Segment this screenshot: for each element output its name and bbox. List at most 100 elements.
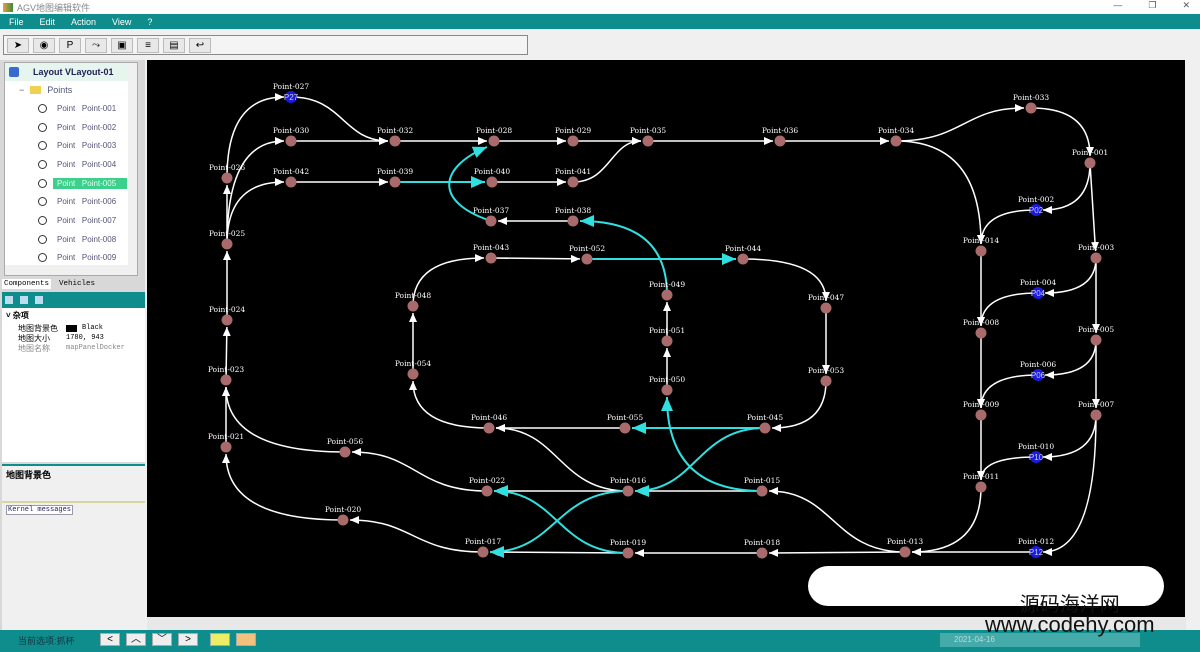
vehicle-tool-button[interactable]: ▤: [163, 38, 185, 53]
menu-file[interactable]: File: [9, 16, 24, 27]
path-002-014[interactable]: [981, 209, 1037, 245]
map-point[interactable]: Point-017: [465, 537, 502, 558]
menu-edit[interactable]: Edit: [39, 16, 56, 27]
tree-item[interactable]: Point Point-006: [5, 192, 137, 211]
path-003-004[interactable]: [1044, 257, 1097, 293]
path-007-012[interactable]: [1042, 414, 1097, 552]
path-041-035[interactable]: [572, 141, 642, 183]
map-point[interactable]: Point-009: [963, 400, 1000, 421]
map-point[interactable]: Point-023: [208, 365, 245, 386]
map-point[interactable]: Point-030: [273, 126, 310, 147]
path-022-056[interactable]: [351, 452, 488, 492]
path-027-032[interactable]: [290, 96, 389, 141]
map-point[interactable]: Point-022: [469, 476, 506, 497]
categorized-icon[interactable]: [5, 296, 13, 304]
path-025-042[interactable]: [226, 182, 285, 245]
map-point[interactable]: Point-007: [1078, 400, 1115, 421]
path-001-003[interactable]: [1089, 162, 1096, 252]
link-tool-button[interactable]: ↩: [189, 38, 211, 53]
map-point[interactable]: Point-011: [963, 472, 999, 493]
parking-tool-button[interactable]: P: [59, 38, 81, 53]
map-point[interactable]: Point-050: [649, 375, 686, 396]
map-point[interactable]: Point-042: [273, 167, 310, 188]
map-point[interactable]: Point-052: [569, 244, 606, 265]
map-point[interactable]: Point-015: [744, 476, 781, 497]
map-point[interactable]: Point-021: [208, 432, 244, 453]
map-point[interactable]: Point-040: [474, 167, 511, 188]
path-025-030[interactable]: [226, 141, 285, 245]
path-019-022[interactable]: [493, 485, 629, 554]
path-045-016[interactable]: [634, 427, 766, 497]
path-013-018[interactable]: [768, 552, 906, 553]
map-point[interactable]: Point-046: [471, 413, 508, 434]
map-point[interactable]: Point-056: [327, 437, 364, 458]
path-013-015[interactable]: [768, 491, 906, 553]
path-046-054[interactable]: [413, 380, 490, 429]
map-point[interactable]: Point-020: [325, 505, 362, 526]
layer-tool-button[interactable]: ≡: [137, 38, 159, 53]
map-point[interactable]: Point-053: [808, 366, 845, 387]
map-point[interactable]: Point-047: [808, 293, 845, 314]
map-point[interactable]: Point-029: [555, 126, 592, 147]
maximize-button[interactable]: ❐: [1148, 0, 1157, 10]
map-vertical-scrollbar[interactable]: [1186, 60, 1200, 630]
path-023-024[interactable]: [226, 326, 227, 381]
pan-right-button[interactable]: >: [178, 633, 198, 646]
zoom-fit-button[interactable]: [210, 633, 230, 646]
path-044-047[interactable]: [742, 258, 826, 302]
path-011-013[interactable]: [911, 486, 982, 552]
path-tool-button[interactable]: ⤳: [85, 38, 107, 53]
tree-item[interactable]: Point Point-004: [5, 155, 137, 174]
location-tool-button[interactable]: ▣: [111, 38, 133, 53]
map-point[interactable]: Point-014: [963, 236, 1000, 257]
map-point[interactable]: Point-016: [610, 476, 647, 497]
map-point[interactable]: Point-018: [744, 538, 781, 559]
map-point[interactable]: Point-055: [607, 413, 644, 434]
map-point[interactable]: Point-003: [1078, 243, 1115, 264]
map-point[interactable]: Point-045: [747, 413, 784, 434]
menu-view[interactable]: View: [112, 16, 132, 27]
tree-vertical-scrollbar[interactable]: [128, 63, 137, 275]
path-037-028[interactable]: [448, 146, 492, 222]
tree-item[interactable]: Point Point-005: [5, 174, 137, 193]
map-point[interactable]: Point-051: [649, 326, 685, 347]
map-point[interactable]: Point-043: [473, 243, 510, 264]
path-016-046[interactable]: [495, 428, 629, 492]
menu-help[interactable]: ?: [147, 16, 153, 27]
path-017-020[interactable]: [349, 520, 484, 553]
map-point[interactable]: Point-044: [725, 244, 762, 265]
path-034-014[interactable]: [895, 140, 981, 245]
tree-horizontal-scrollbar[interactable]: [5, 265, 137, 275]
select-tool-button[interactable]: ➤: [7, 38, 29, 53]
map-point[interactable]: Point-024: [209, 305, 246, 326]
map-point[interactable]: Point-008: [963, 318, 1000, 339]
tree-item[interactable]: Point Point-009: [5, 249, 137, 268]
map-point[interactable]: Point-041: [555, 167, 591, 188]
layer-button[interactable]: [236, 633, 256, 646]
path-056-023[interactable]: [226, 386, 346, 453]
path-019-017[interactable]: [489, 552, 629, 553]
map-point[interactable]: Point-035: [630, 126, 667, 147]
tree-item[interactable]: Point Point-001: [5, 99, 137, 118]
map-point[interactable]: Point-037: [473, 206, 510, 227]
tab-vehicles[interactable]: Vehicles: [59, 280, 96, 288]
path-001-002[interactable]: [1042, 162, 1091, 210]
tree-item[interactable]: Point Point-008: [5, 230, 137, 249]
path-005-006[interactable]: [1044, 339, 1097, 375]
map-point[interactable]: Point-028: [476, 126, 513, 147]
map-point[interactable]: Point-036: [762, 126, 799, 147]
path-034-033[interactable]: [895, 108, 1025, 142]
map-point[interactable]: Point-026: [209, 163, 246, 184]
map-point[interactable]: Point-001: [1072, 148, 1108, 169]
tab-components[interactable]: Components: [2, 279, 52, 289]
minimize-button[interactable]: —: [1113, 0, 1123, 10]
map-point[interactable]: Point-013: [887, 537, 924, 558]
